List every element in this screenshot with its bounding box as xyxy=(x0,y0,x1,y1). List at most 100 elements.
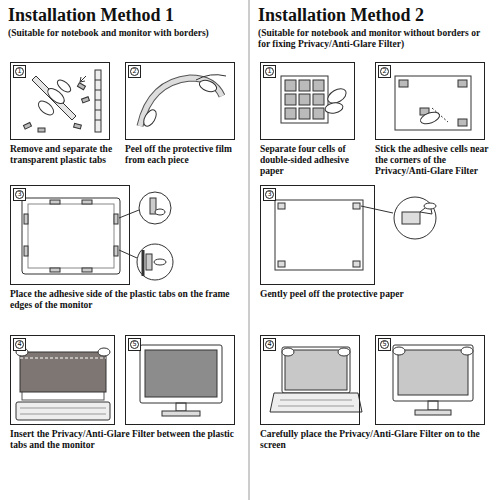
peel-paper-illustration-part xyxy=(278,203,285,209)
step-caption: Carefully place the Privacy/Anti-Glare F… xyxy=(260,429,488,451)
step-panel: 3Place the adhesive side of the plastic … xyxy=(10,185,130,285)
step-number-frame: 1 xyxy=(13,65,26,78)
step-panel: 4Carefully place the Privacy/Anti-Glare … xyxy=(260,335,360,425)
monitor-tabs-illustration-part xyxy=(154,259,166,265)
stick-cells-illustration-part xyxy=(395,76,471,130)
insert-filter-illustration-part xyxy=(20,414,106,415)
tabs-illustration-part xyxy=(95,80,101,81)
monitor-tabs-illustration-part xyxy=(50,200,60,204)
tabs-illustration-part xyxy=(55,78,72,94)
adhesive-sheet-illustration-part xyxy=(313,80,324,91)
monitor-tabs-illustration-part xyxy=(50,268,60,272)
monitor-place-illustration-part xyxy=(415,410,451,415)
monitor-place-illustration xyxy=(393,345,473,415)
step-panel: 3Gently peel off the protective paper xyxy=(260,185,375,285)
tabs-illustration-part xyxy=(95,90,101,91)
monitor-place-illustration-part xyxy=(398,350,468,395)
monitor-tabs-illustration-part xyxy=(82,268,92,272)
insert-filter-illustration-part xyxy=(20,352,106,392)
laptop-filter-illustration-part xyxy=(282,347,350,393)
stick-cells-illustration-part xyxy=(419,110,441,126)
step-caption: Stick the adhesive cells near the corner… xyxy=(375,144,491,177)
peel-paper-illustration xyxy=(275,197,436,270)
stick-cells-illustration-part xyxy=(458,80,467,87)
tabs-illustration-part xyxy=(95,70,101,132)
monitor-tabs-illustration-part xyxy=(155,209,165,215)
monitor-place-illustration-part xyxy=(461,347,473,355)
laptop-filter-illustration-part xyxy=(338,348,350,356)
monitor-tabs-illustration-part xyxy=(24,246,28,256)
peel-paper-illustration-part xyxy=(278,261,285,267)
peel-paper-illustration-part xyxy=(275,200,363,270)
adhesive-sheet-illustration-part xyxy=(285,108,296,119)
adhesive-sheet-illustration-part xyxy=(313,94,324,105)
peel-paper-illustration-part xyxy=(361,206,393,213)
monitor-tabs-illustration-part xyxy=(82,200,92,204)
insert-filter-illustration-part xyxy=(98,348,110,356)
adhesive-sheet-illustration-part xyxy=(285,94,296,105)
monitor-tabs-illustration-part xyxy=(146,254,152,270)
tabs-illustration-part xyxy=(23,122,31,129)
step-number-frame: 4 xyxy=(263,338,276,351)
adhesive-sheet-illustration-part xyxy=(324,102,343,115)
step-number-frame: 2 xyxy=(378,65,391,78)
tabs-illustration-part xyxy=(74,123,82,129)
step-number: 3 xyxy=(265,190,274,199)
monitor-filter-illustration-part xyxy=(145,350,217,397)
insert-filter-illustration-part xyxy=(16,402,110,420)
step-number-frame: 5 xyxy=(378,338,391,351)
monitor-place-illustration-part xyxy=(428,401,438,410)
step-caption: Insert the Privacy/Anti-Glare Filter bet… xyxy=(10,429,240,451)
peel-film-illustration-part xyxy=(196,75,226,80)
step-number-frame: 4 xyxy=(13,338,26,351)
step-number-frame: 2 xyxy=(128,65,141,78)
step-caption: Peel off the protective film from each p… xyxy=(125,144,239,166)
tabs-illustration-part xyxy=(32,76,76,120)
tabs-illustration-part xyxy=(38,128,45,132)
monitor-tabs-illustration-part xyxy=(28,204,114,268)
adhesive-sheet-illustration-part xyxy=(299,108,310,119)
step-number: 4 xyxy=(265,340,274,349)
stick-cells-illustration xyxy=(395,76,471,130)
laptop-filter-illustration-part xyxy=(280,400,352,401)
monitor-filter-illustration xyxy=(140,345,222,416)
monitor-tabs-illustration-part xyxy=(142,250,145,276)
laptop-filter-illustration xyxy=(270,347,362,412)
step-panel: 5 xyxy=(375,335,485,425)
adhesive-sheet-illustration-part xyxy=(299,94,310,105)
step-number-frame: 3 xyxy=(263,188,276,201)
step-number: 2 xyxy=(130,67,139,76)
monitor-tabs-illustration-part xyxy=(119,250,137,258)
peel-paper-illustration-part xyxy=(402,212,420,224)
adhesive-sheet-illustration-part xyxy=(313,108,324,119)
laptop-filter-illustration-part xyxy=(278,406,354,407)
peel-film-illustration xyxy=(140,75,226,129)
monitor-tabs-illustration-part xyxy=(139,192,171,224)
step-panel: 2Peel off the protective film from each … xyxy=(125,62,235,140)
step-number-frame: 1 xyxy=(263,65,276,78)
insert-filter-illustration-part xyxy=(20,358,106,359)
monitor-tabs-illustration-part xyxy=(24,214,28,224)
method-note: (Suitable for notebook and monitor witho… xyxy=(258,28,492,50)
step-number: 3 xyxy=(15,190,24,199)
peel-film-illustration-part xyxy=(141,108,159,129)
step-panel: 1Separate four cells of double-sided adh… xyxy=(260,62,355,140)
stick-cells-illustration-part xyxy=(432,108,448,122)
adhesive-sheet-illustration xyxy=(281,76,349,123)
tabs-illustration-part xyxy=(36,98,56,117)
step-panel: 2Stick the adhesive cells near the corne… xyxy=(375,62,485,140)
monitor-filter-illustration-part xyxy=(162,411,200,416)
peel-film-illustration-part xyxy=(198,78,218,94)
monitor-tabs-illustration xyxy=(22,192,173,280)
stick-cells-illustration-part xyxy=(399,80,408,87)
step-number: 5 xyxy=(380,340,389,349)
monitor-filter-illustration-part xyxy=(140,345,222,403)
tabs-illustration xyxy=(23,70,101,132)
peel-paper-illustration-part xyxy=(353,261,360,267)
step-number-frame: 5 xyxy=(128,338,141,351)
method-heading: Installation Method 2 xyxy=(258,5,424,25)
tabs-illustration-part xyxy=(95,120,101,121)
stick-cells-illustration-part xyxy=(458,119,467,126)
